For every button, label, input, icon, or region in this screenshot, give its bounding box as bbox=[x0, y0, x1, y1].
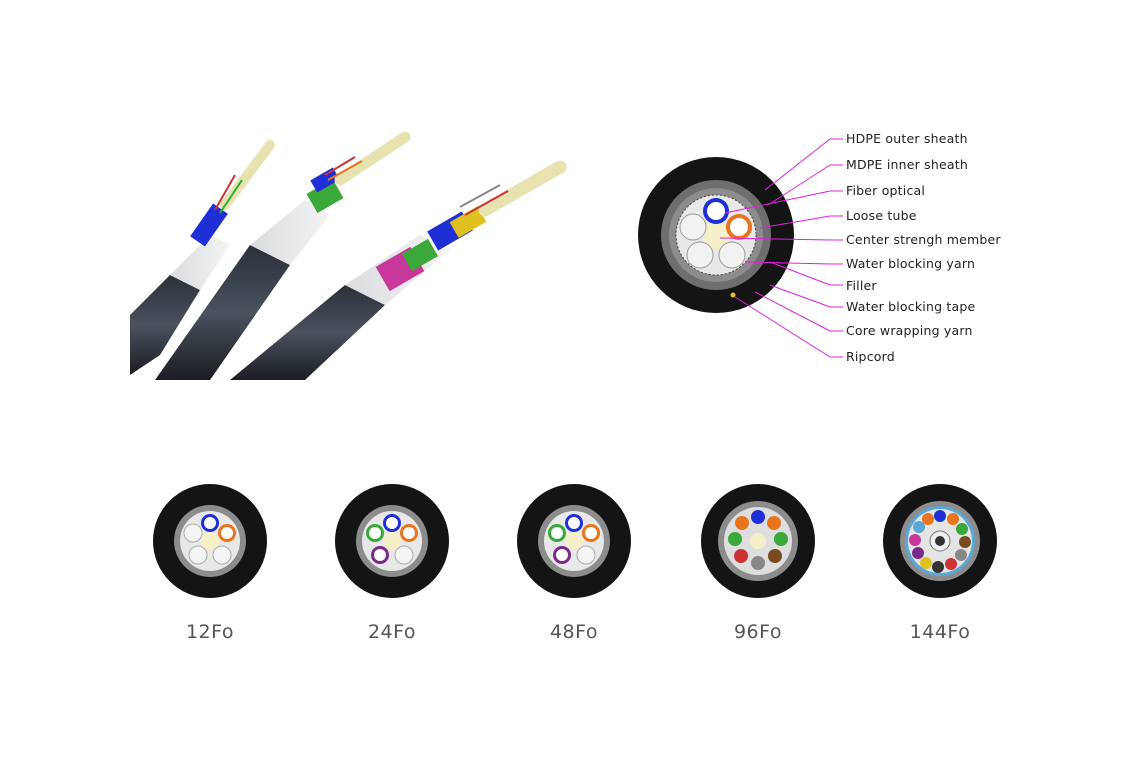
label-center-strength-member: Center strengh member bbox=[846, 232, 1001, 247]
caption-48fo: 48Fo bbox=[549, 621, 599, 643]
caption-12fo: 12Fo bbox=[185, 621, 235, 643]
label-water-blocking-yarn: Water blocking yarn bbox=[846, 256, 976, 271]
caption-24fo: 24Fo bbox=[367, 621, 417, 643]
variant-24fo-icon bbox=[335, 484, 449, 598]
variant-96fo-icon bbox=[701, 484, 815, 598]
cable-stripped-icon bbox=[130, 125, 580, 380]
variant-48fo-icon bbox=[517, 484, 631, 598]
cross-section-icon bbox=[638, 157, 794, 313]
label-mdpe-inner-sheath: MDPE inner sheath bbox=[846, 157, 968, 172]
variant-144fo-icon bbox=[883, 484, 997, 598]
label-water-blocking-tape: Water blocking tape bbox=[846, 299, 976, 314]
variant-12fo-icon bbox=[153, 484, 267, 598]
label-ripcord: Ripcord bbox=[846, 349, 895, 364]
label-filler: Filler bbox=[846, 278, 877, 293]
label-loose-tube: Loose tube bbox=[846, 208, 917, 223]
label-hdpe-outer-sheath: HDPE outer sheath bbox=[846, 131, 968, 146]
label-core-wrapping-yarn: Core wrapping yarn bbox=[846, 323, 973, 338]
caption-144fo: 144Fo bbox=[909, 621, 971, 643]
label-fiber-optical: Fiber optical bbox=[846, 183, 926, 198]
caption-96fo: 96Fo bbox=[733, 621, 783, 643]
